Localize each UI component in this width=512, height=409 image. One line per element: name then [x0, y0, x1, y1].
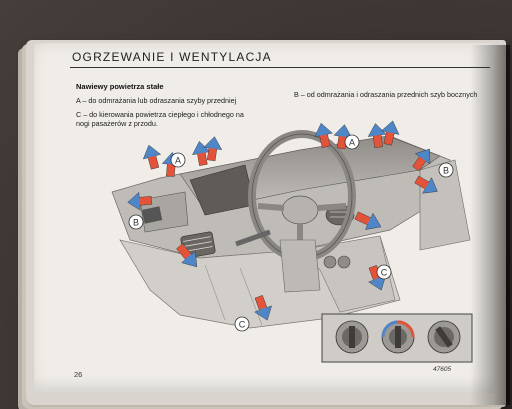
callout-c-left: C	[234, 316, 250, 332]
indicator-stalk	[235, 229, 271, 247]
heater-control-panel	[321, 313, 473, 363]
callout-b-right: B	[438, 162, 454, 178]
air-arrow-icon-side-right-2	[414, 175, 438, 194]
page-fold-shadow	[470, 45, 510, 405]
left-side-vent	[141, 206, 163, 224]
vent-item-c: C – do kierowania powietrza ciepłego i c…	[76, 110, 244, 128]
control-knob-left-icon	[335, 320, 369, 354]
dash-knob-1	[323, 255, 337, 269]
air-arrow-icon-center-left	[176, 243, 198, 268]
vent-item-a: A – do odmrażania lub odraszania szyby p…	[76, 96, 237, 105]
air-arrow-icon-up-4	[203, 136, 223, 162]
svg-text:C: C	[239, 320, 246, 330]
air-arrow-icon-up-1	[142, 144, 162, 170]
air-arrow-icon-side-left	[127, 191, 153, 211]
callout-c-right: C	[376, 264, 392, 280]
title-rule	[70, 67, 490, 68]
dash-knob-2	[337, 255, 351, 269]
callout-b-left: B	[128, 214, 144, 230]
svg-text:B: B	[133, 218, 139, 228]
floor-lines	[204, 264, 263, 326]
svg-text:B: B	[443, 166, 449, 176]
air-arrow-icon-side-right-1	[412, 148, 431, 172]
callout-a-right: A	[344, 134, 360, 150]
svg-text:C: C	[381, 268, 388, 278]
air-arrow-icon-up-5	[314, 122, 333, 148]
air-arrow-icon-up-8	[381, 120, 400, 146]
vent-item-b: B – od odmrażania i odraszania przednich…	[294, 90, 478, 99]
control-knob-temp-icon	[381, 320, 415, 354]
air-arrow-icon-center-right	[354, 211, 382, 230]
steering-hub	[281, 195, 319, 225]
callout-a-left: A	[170, 152, 186, 168]
svg-text:A: A	[349, 138, 355, 148]
air-arrow-icon-floor-left	[254, 295, 272, 321]
svg-text:A: A	[175, 156, 181, 166]
figure-number: 47605	[433, 366, 452, 373]
air-arrow-icon-up-7	[367, 123, 387, 149]
air-arrow-icon-up-6	[333, 124, 353, 150]
section-subheading: Nawiewy powietrza stałe	[76, 82, 164, 91]
page-title: OGRZEWANIE I WENTYLACJA	[72, 50, 272, 64]
control-knob-right-icon	[427, 320, 461, 354]
steering-column	[279, 239, 321, 293]
page-number: 26	[74, 370, 83, 379]
